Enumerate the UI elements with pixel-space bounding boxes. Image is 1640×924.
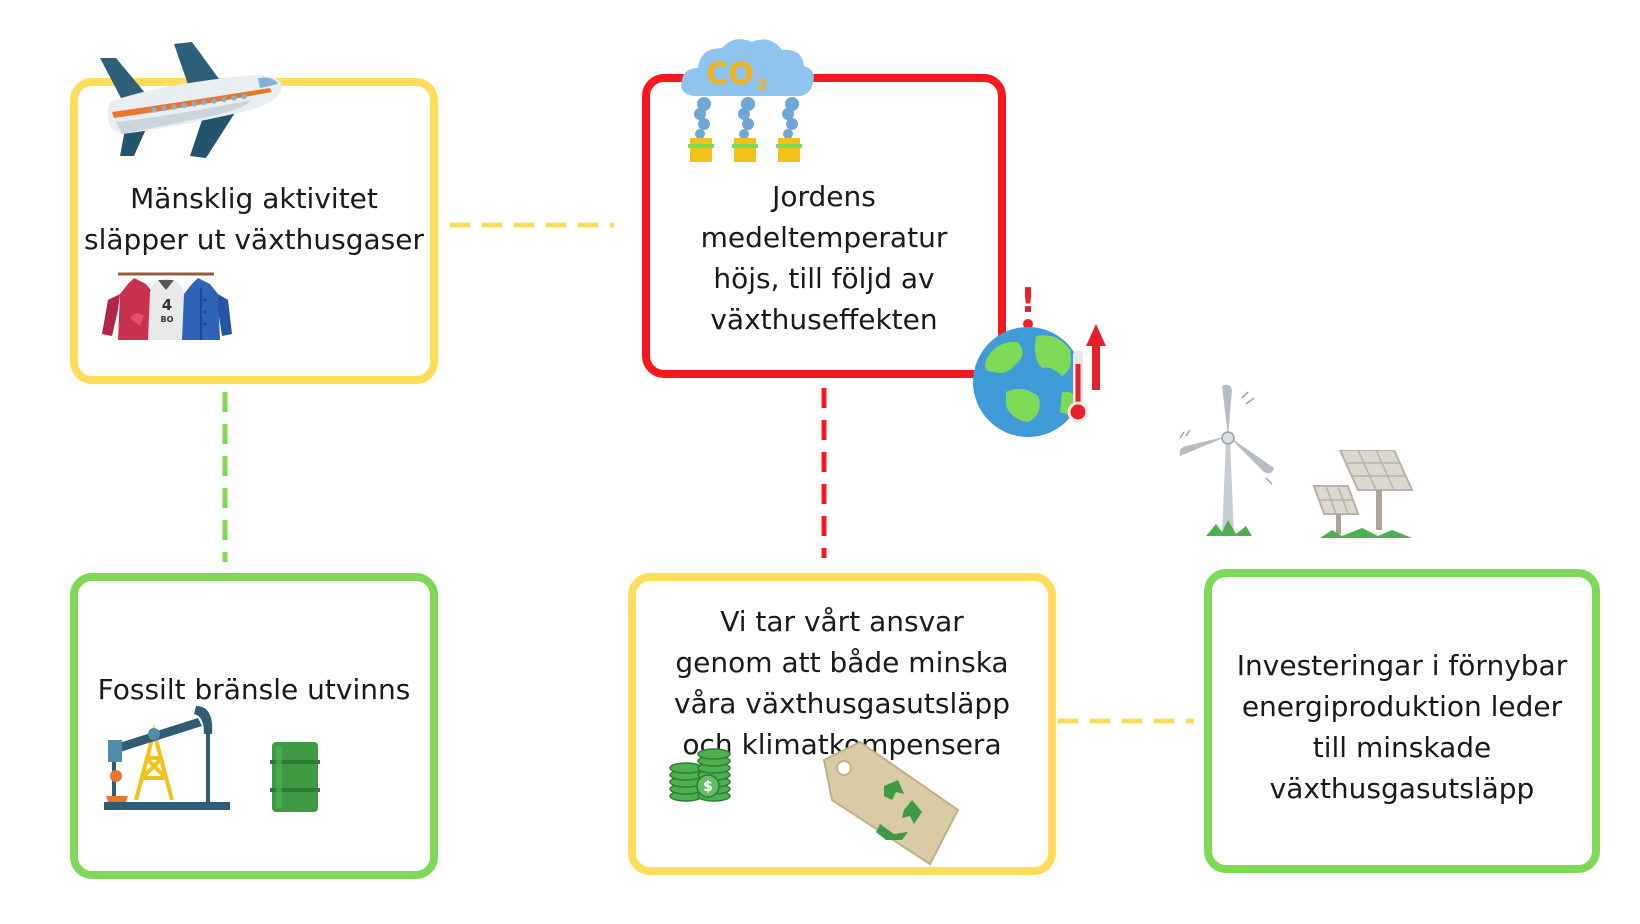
text-line: Investeringar i förnybar [1236, 649, 1568, 682]
dollar-sign: $ [703, 779, 713, 795]
text-line: energiproduktion leder [1241, 690, 1563, 723]
text-line: växthuseffekten [710, 303, 938, 336]
text-line: våra växthusgasutsläpp [674, 687, 1010, 720]
co2-label: CO [706, 57, 754, 92]
text-line: Jordens [772, 180, 876, 213]
text-line: medeltemperatur [700, 221, 948, 254]
exclamation-mark: ! [1020, 281, 1036, 321]
recycle-tag-icon [822, 740, 960, 866]
box-responsibility-text: Vi tar vårt ansvar genom att både minska… [636, 601, 1048, 765]
clothes-icon: 4 BO [102, 272, 232, 340]
text-line: Mänsklig aktivitet [130, 182, 378, 215]
oil-barrel-icon [270, 742, 320, 812]
text-line: växthusgasutsläpp [1269, 772, 1535, 805]
co2-subscript: 2 [756, 75, 767, 94]
connector-human-to-fossil [222, 392, 228, 562]
connector-responsibility-to-renewable [1058, 718, 1194, 724]
coins-icon: $ [669, 748, 731, 802]
text-line: Vi tar vårt ansvar [720, 605, 964, 638]
text-line: Fossilt bränsle utvinns [97, 673, 411, 706]
globe-thermometer-icon: ! [973, 281, 1106, 437]
solar-panels-icon [1312, 450, 1414, 538]
shirt-text: BO [161, 315, 174, 324]
box-renewable: Investeringar i förnybar energiproduktio… [1204, 569, 1600, 873]
co2-emissions-icon: CO 2 [681, 39, 814, 162]
box-human-activity-text: Mänsklig aktivitet släpper ut växthusgas… [78, 178, 430, 260]
box-fossil: Fossilt bränsle utvinns [70, 573, 438, 879]
text-line: till minskade [1312, 731, 1492, 764]
shirt-number-text: 4 [162, 296, 172, 314]
text-line: släpper ut växthusgaser [84, 223, 424, 256]
box-temperature-text: Jordens medeltemperatur höjs, till följd… [650, 176, 998, 340]
connector-temperature-to-responsibility [821, 388, 827, 558]
airplane-icon [100, 42, 282, 158]
box-renewable-text: Investeringar i förnybar energiproduktio… [1212, 645, 1592, 809]
box-responsibility: Vi tar vårt ansvar genom att både minska… [628, 573, 1056, 875]
box-fossil-text: Fossilt bränsle utvinns [78, 669, 430, 710]
connector-human-to-temperature [418, 222, 614, 228]
text-line: genom att både minska [675, 646, 1009, 679]
oil-pump-icon [104, 706, 230, 810]
text-line: höjs, till följd av [713, 262, 935, 295]
wind-turbine-icon [1179, 384, 1274, 536]
